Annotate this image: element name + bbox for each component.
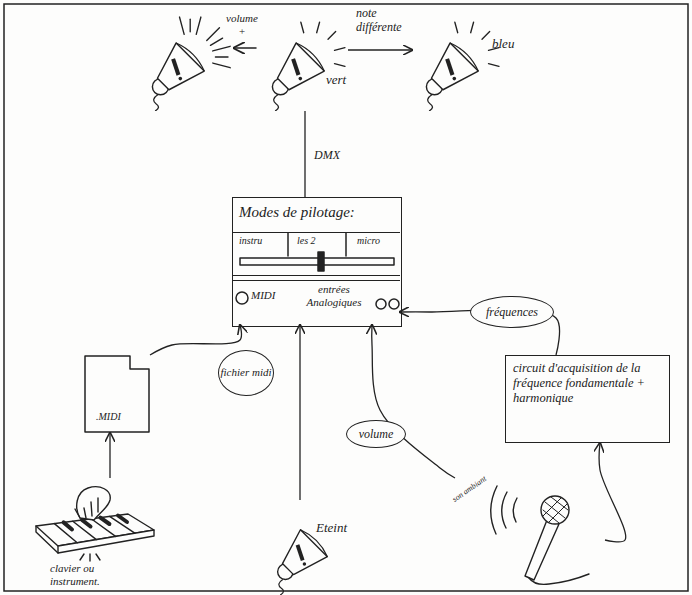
- spotlight-outline: [258, 12, 348, 111]
- keyboard-text: clavier ou instrument.: [50, 562, 134, 588]
- connector: [150, 325, 242, 355]
- spotlight-drawing: [272, 43, 324, 111]
- connector: [372, 325, 455, 478]
- microphone: son ambiant: [455, 478, 605, 588]
- connector: [400, 309, 560, 355]
- midi-file-text: .MIDI: [96, 411, 146, 423]
- connector: [299, 325, 300, 500]
- spotlight-text: bleu: [492, 36, 526, 52]
- spotlight-text: vert: [326, 72, 360, 88]
- spotlight-off: Eteint: [262, 500, 352, 595]
- input-panel-text: entrées Analogiques: [293, 283, 375, 309]
- connector: [348, 49, 412, 50]
- edge-label: DMX: [314, 148, 354, 162]
- spotlight: bleu: [412, 12, 502, 111]
- control-unit: Modes de pilotage: instru les 2 microMIDIen…: [232, 197, 402, 327]
- mode-selector-text: micro: [357, 235, 397, 247]
- edge-label: note différente: [356, 6, 412, 35]
- connector: [599, 443, 626, 542]
- midi-file: .MIDI: [84, 355, 150, 433]
- spotlight-off-drawing: [278, 530, 328, 595]
- spotlight-off-outline: [262, 500, 352, 595]
- volume-arrow: [234, 47, 256, 49]
- connector: [304, 111, 305, 197]
- spotlight-drawing: [426, 43, 478, 111]
- edge-label: volume: [346, 420, 406, 448]
- keyboard-drawing: [36, 487, 154, 561]
- spotlight: vert: [258, 12, 348, 111]
- midi-file-drawing: [85, 356, 149, 432]
- connector: [109, 433, 110, 478]
- light-rays: [301, 22, 345, 66]
- mode-selector-text: les 2: [297, 235, 347, 247]
- microphone-drawing: [491, 486, 589, 584]
- edge-label: fichier midi: [218, 350, 274, 396]
- spotlight-outline: [412, 12, 502, 111]
- acquisition-circuit-text: circuit d'acquisition de la fréquence fo…: [513, 361, 663, 406]
- spotlight-loud: [152, 17, 230, 111]
- keyboard: clavier ou instrument.: [28, 478, 158, 588]
- control-unit-text: Modes de pilotage:: [239, 203, 399, 221]
- spotlight-off-text: Eteint: [316, 520, 360, 536]
- annotation: volume +: [222, 12, 262, 38]
- microphone-text: son ambiant: [451, 469, 496, 504]
- edge-label: fréquences: [470, 296, 554, 328]
- input-panel: MIDIentrées Analogiques: [233, 280, 400, 325]
- mode-selector: instru les 2 micro: [233, 232, 400, 276]
- frame: [4, 4, 688, 591]
- input-panel-text: MIDI: [251, 289, 291, 302]
- mode-selector-text: instru: [239, 235, 289, 247]
- microphone-outline: [455, 478, 605, 588]
- acquisition-circuit: circuit d'acquisition de la fréquence fo…: [505, 355, 670, 443]
